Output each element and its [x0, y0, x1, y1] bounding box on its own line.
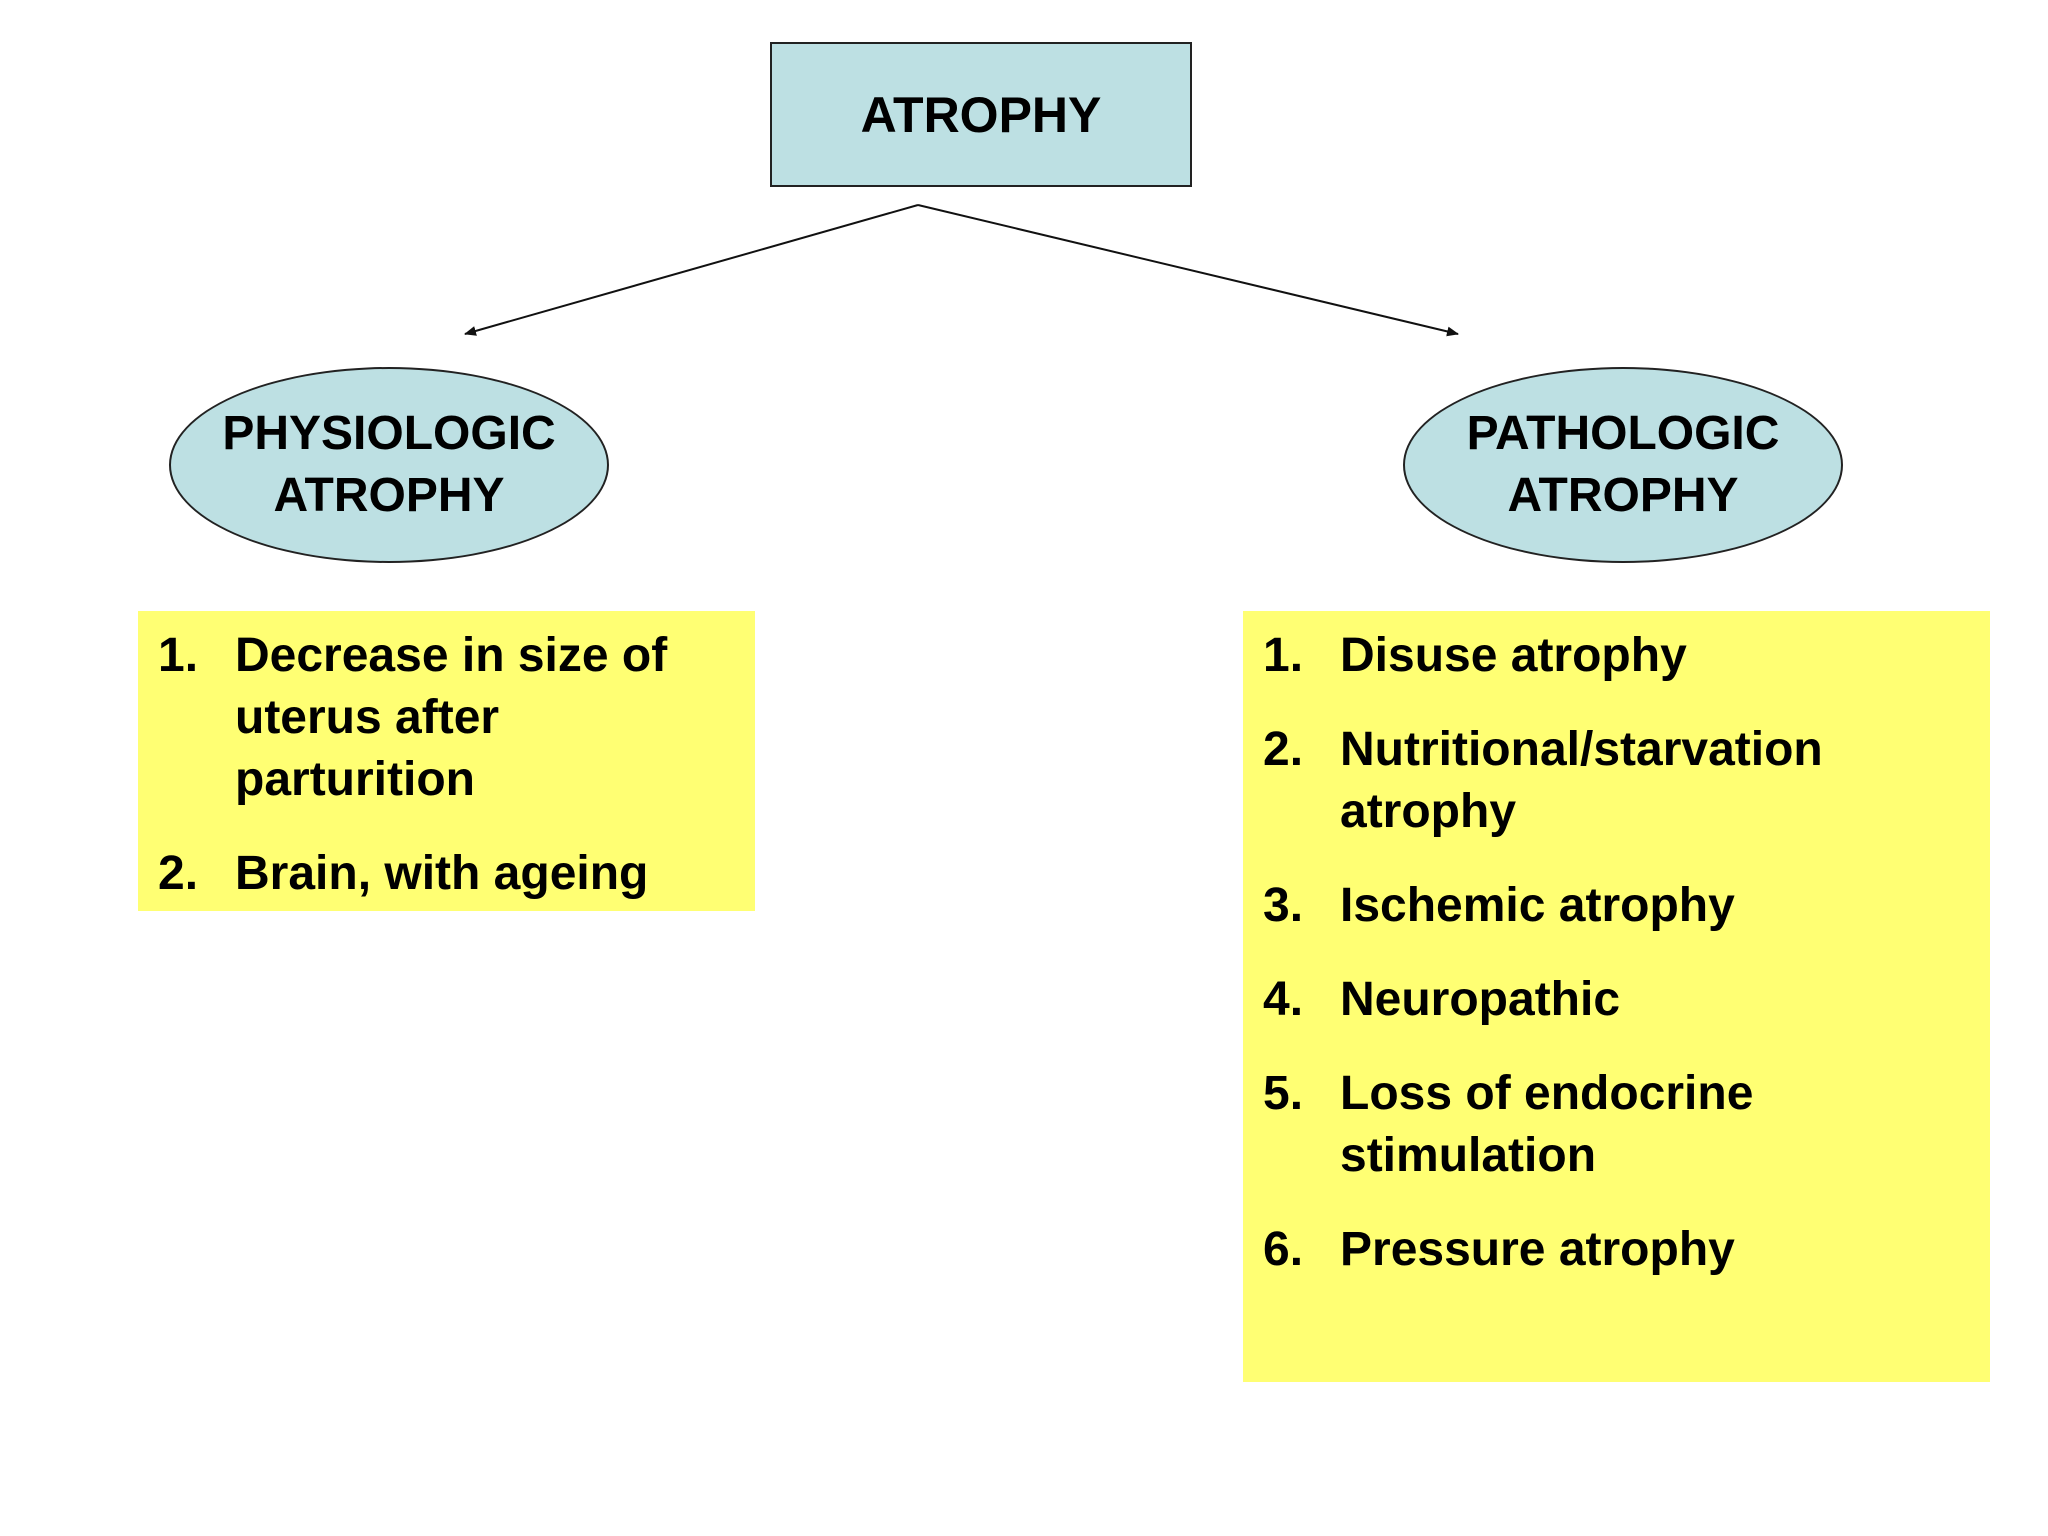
pathologic-title-line-1: PATHOLOGIC	[1466, 407, 1780, 460]
list-item-line: Neuropathic	[1340, 973, 1621, 1026]
list-item-text: Brain, with ageing	[235, 843, 735, 905]
list-item: 3. Ischemic atrophy	[1263, 875, 1970, 937]
list-item-line: Disuse atrophy	[1340, 629, 1687, 682]
list-item-number: 1.	[158, 629, 199, 682]
physiologic-title-line-2: ATROPHY	[273, 469, 505, 522]
arrow-to-pathologic	[917, 204, 1459, 337]
list-item-text: Decrease in size of uterus after parturi…	[235, 625, 735, 811]
root-node: ATROPHY	[770, 42, 1192, 187]
list-item-line: atrophy	[1340, 785, 1517, 838]
pathologic-types-list: 1. Disuse atrophy 2. Nutritional/starvat…	[1263, 625, 1970, 1281]
list-item-text: Disuse atrophy	[1340, 625, 1970, 687]
list-item-line: Loss of endocrine	[1340, 1067, 1754, 1120]
list-item-number: 2.	[1263, 723, 1304, 776]
pathologic-atrophy-node: PATHOLOGIC ATROPHY	[1403, 367, 1843, 563]
list-item-number: 2.	[158, 847, 199, 900]
list-item-number: 4.	[1263, 973, 1304, 1026]
pathologic-types-box: 1. Disuse atrophy 2. Nutritional/starvat…	[1243, 611, 1990, 1382]
list-item-line: Ischemic atrophy	[1340, 879, 1735, 932]
list-item: 2. Nutritional/starvation atrophy	[1263, 719, 1970, 843]
list-item-line: stimulation	[1340, 1129, 1597, 1182]
list-item: 1. Disuse atrophy	[1263, 625, 1970, 687]
list-item: 6. Pressure atrophy	[1263, 1219, 1970, 1281]
list-item-number: 3.	[1263, 879, 1304, 932]
list-item-line: Nutritional/starvation	[1340, 723, 1823, 776]
list-item-text: Nutritional/starvation atrophy	[1340, 719, 1970, 843]
root-node-label: ATROPHY	[860, 86, 1102, 143]
physiologic-atrophy-node: PHYSIOLOGIC ATROPHY	[169, 367, 609, 563]
list-item-number: 6.	[1263, 1223, 1304, 1276]
list-item-text: Neuropathic	[1340, 969, 1970, 1031]
list-item-text: Pressure atrophy	[1340, 1219, 1970, 1281]
list-item-number: 1.	[1263, 629, 1304, 682]
arrow-to-physiologic	[464, 204, 919, 336]
physiologic-examples-list: 1. Decrease in size of uterus after part…	[158, 625, 735, 905]
list-item-line: Pressure atrophy	[1340, 1223, 1735, 1276]
list-item-line: uterus after	[235, 691, 500, 744]
list-item-line: Brain, with ageing	[235, 847, 649, 900]
physiologic-title-line-1: PHYSIOLOGIC	[222, 407, 556, 460]
list-item-text: Ischemic atrophy	[1340, 875, 1970, 937]
list-item-text: Loss of endocrine stimulation	[1340, 1063, 1970, 1187]
list-item-line: parturition	[235, 753, 475, 806]
list-item-number: 5.	[1263, 1067, 1304, 1120]
list-item: 4. Neuropathic	[1263, 969, 1970, 1031]
list-item: 5. Loss of endocrine stimulation	[1263, 1063, 1970, 1187]
list-item: 2. Brain, with ageing	[158, 843, 735, 905]
pathologic-title-line-2: ATROPHY	[1507, 469, 1739, 522]
list-item-line: Decrease in size of	[235, 629, 668, 682]
physiologic-examples-box: 1. Decrease in size of uterus after part…	[138, 611, 755, 911]
list-item: 1. Decrease in size of uterus after part…	[158, 625, 735, 811]
